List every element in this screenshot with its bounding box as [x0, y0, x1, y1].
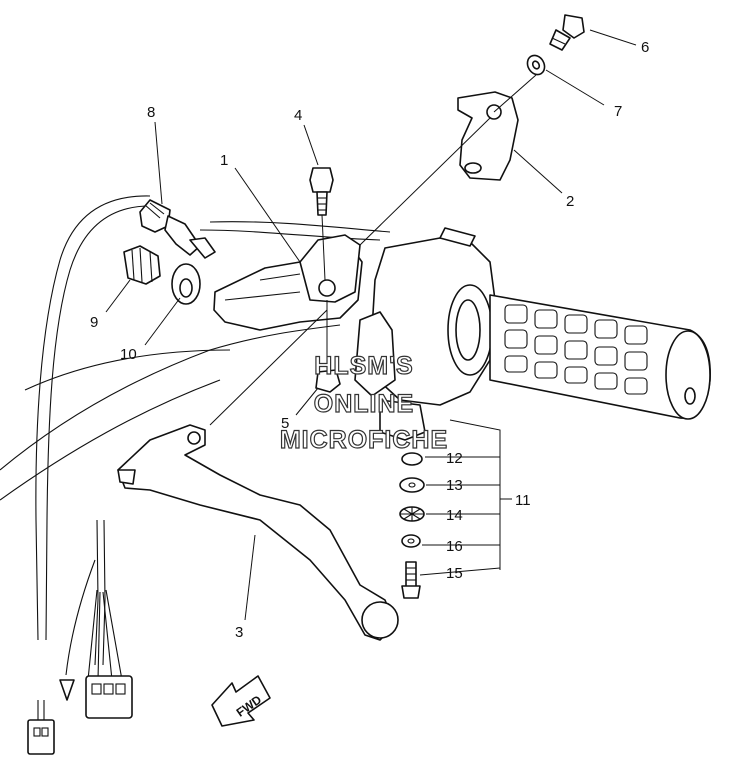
adjuster-nut: [123, 245, 161, 285]
lever-bracket: [213, 234, 363, 331]
callout-15: 15: [446, 565, 463, 582]
callout-12: 12: [446, 450, 463, 467]
pivot-nut: [315, 300, 341, 393]
callout-1: 1: [220, 152, 228, 169]
wire-connector-single: [27, 700, 55, 755]
grip: [489, 294, 711, 420]
callout-9: 9: [90, 314, 98, 331]
fwd-arrow-icon: FWD: [211, 675, 271, 727]
callout-6: 6: [641, 39, 649, 56]
callout-14: 14: [446, 507, 463, 524]
hardware-stack: [399, 452, 425, 599]
callout-labels: 1 2 3 4 5 6 7 8 9 10 11 12 13 14 15 16: [90, 39, 649, 641]
callout-10: 10: [120, 346, 137, 363]
cable-lines: [0, 195, 391, 681]
callout-8: 8: [147, 104, 155, 121]
callout-3: 3: [235, 624, 243, 641]
watermark: HLSM'S ONLINE MICROFICHE: [279, 351, 448, 454]
watermark-line-1: HLSM'S: [314, 352, 413, 380]
watermark-line-2: ONLINE: [314, 390, 414, 418]
clutch-lever: [117, 424, 399, 641]
pivot-bolt: [309, 167, 334, 281]
watermark-line-3: MICROFICHE: [280, 426, 448, 454]
switch-housing: [354, 227, 496, 441]
cable-adjuster: [139, 199, 216, 259]
wire-terminal: [59, 679, 75, 701]
clamp-screw: [549, 14, 585, 51]
callout-2: 2: [566, 193, 574, 210]
clamp-washer: [526, 54, 546, 76]
clamp: [457, 91, 519, 181]
callout-4: 4: [294, 107, 302, 124]
grip-pattern: [504, 304, 648, 395]
callout-5: 5: [281, 415, 289, 432]
group-bracket-11: [419, 419, 512, 576]
leader-lines: [105, 29, 637, 621]
wire-connector-multi: [85, 675, 133, 719]
callout-13: 13: [446, 477, 463, 494]
lock-ring: [171, 263, 201, 305]
callout-16: 16: [446, 538, 463, 555]
callout-7: 7: [614, 103, 622, 120]
callout-11: 11: [515, 492, 531, 509]
